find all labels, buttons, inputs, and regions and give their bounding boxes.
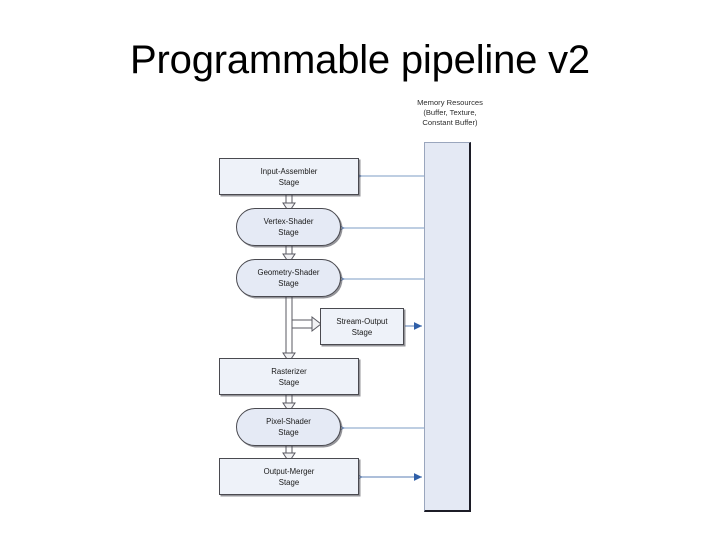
- stage-label-line-1: Rasterizer: [271, 366, 307, 376]
- stage-label-line-2: Stage: [278, 279, 299, 288]
- stage-label-line-2: Stage: [351, 327, 373, 337]
- stage-label-line-2: Stage: [278, 228, 299, 237]
- stage-label-line-2: Stage: [278, 177, 300, 187]
- stage-label-line-1: Stream-Output: [336, 316, 388, 326]
- memory-resources-column: [424, 142, 471, 512]
- stage-rasterizer[interactable]: Rasterizer Stage: [219, 358, 359, 395]
- stage-label-line-1: Input-Assembler: [260, 166, 318, 176]
- memory-caption-line-2: (Buffer, Texture,: [423, 108, 477, 118]
- stage-stream-output[interactable]: Stream-Output Stage: [320, 308, 404, 345]
- page-title: Programmable pipeline v2: [130, 38, 590, 82]
- stage-label-line-1: Vertex-Shader: [263, 217, 314, 226]
- flow-geometry-shader-to-stream-output: [292, 315, 322, 333]
- memory-resources-caption: Memory Resources (Buffer, Texture, Const…: [392, 98, 508, 129]
- stage-label-line-1: Output-Merger: [263, 466, 315, 476]
- stage-label-line-1: Geometry-Shader: [257, 268, 320, 277]
- stage-output-merger[interactable]: Output-Merger Stage: [219, 458, 359, 495]
- stage-label-line-1: Pixel-Shader: [266, 417, 311, 426]
- stage-input-assembler[interactable]: Input-Assembler Stage: [219, 158, 359, 195]
- stage-label-line-2: Stage: [278, 377, 300, 387]
- stage-label-line-2: Stage: [278, 428, 299, 437]
- stage-pixel-shader[interactable]: Pixel-Shader Stage: [236, 408, 341, 446]
- memory-caption-line-3: Constant Buffer): [422, 118, 478, 128]
- memory-caption-line-1: Memory Resources: [417, 98, 483, 107]
- stage-vertex-shader[interactable]: Vertex-Shader Stage: [236, 208, 341, 246]
- flow-geometry-shader-to-rasterizer: [282, 297, 296, 363]
- stage-label-line-2: Stage: [278, 477, 300, 487]
- stage-geometry-shader[interactable]: Geometry-Shader Stage: [236, 259, 341, 297]
